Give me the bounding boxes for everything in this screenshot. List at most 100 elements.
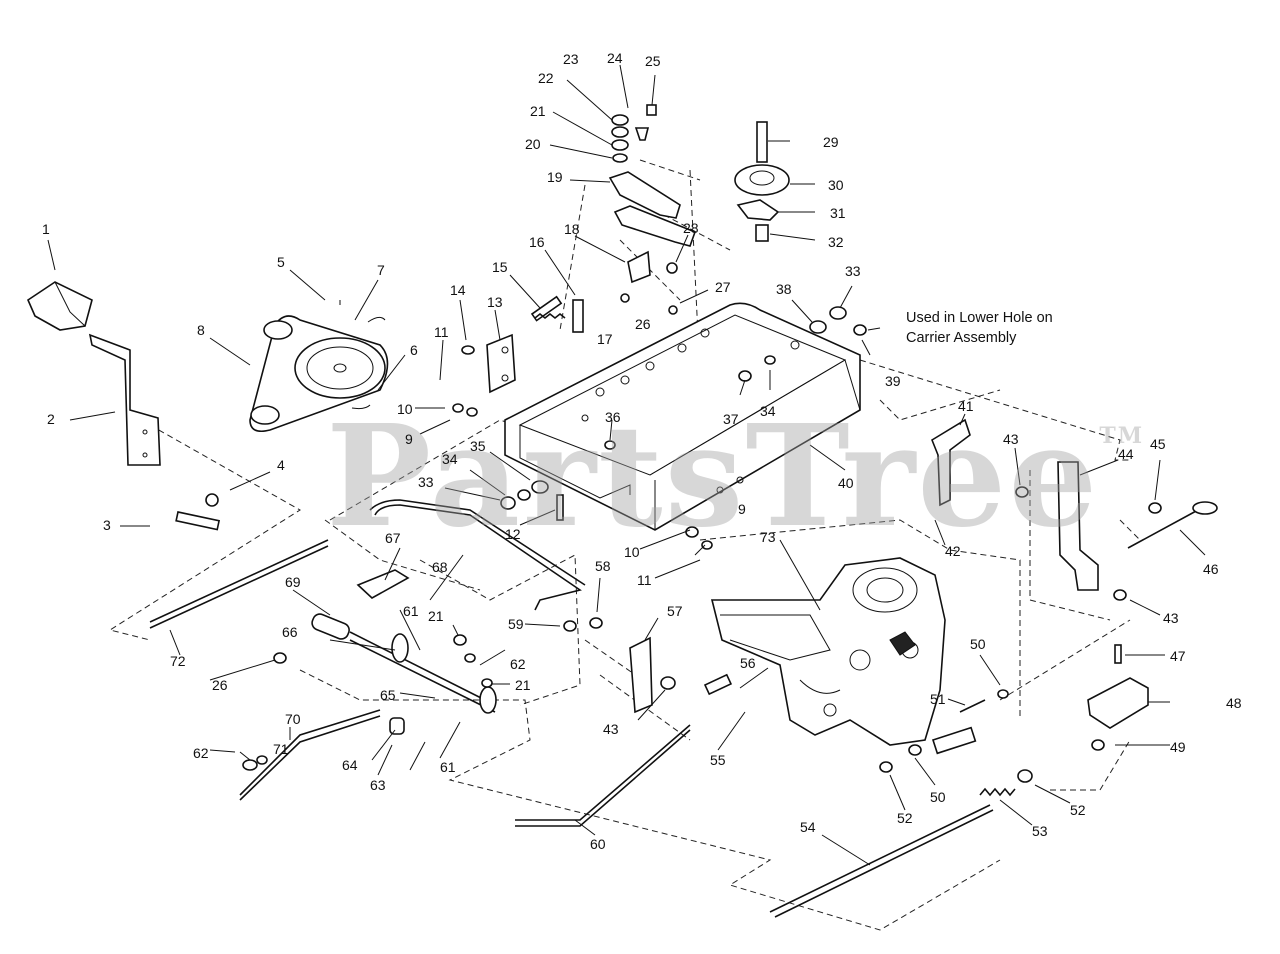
small-hardware: [242, 262, 1162, 783]
callout-38[interactable]: 38: [776, 281, 792, 297]
callout-9b[interactable]: 9: [738, 501, 746, 517]
callout-54[interactable]: 54: [800, 819, 816, 835]
callout-52b[interactable]: 52: [1070, 802, 1086, 818]
callout-4[interactable]: 4: [277, 457, 285, 473]
callout-11a[interactable]: 11: [434, 324, 449, 340]
callout-71[interactable]: 71: [273, 741, 289, 757]
callout-6[interactable]: 6: [410, 342, 418, 358]
callout-31[interactable]: 31: [830, 205, 846, 221]
callout-57[interactable]: 57: [667, 603, 683, 619]
callout-67[interactable]: 67: [385, 530, 401, 546]
callout-19[interactable]: 19: [547, 169, 563, 185]
callout-24[interactable]: 24: [607, 50, 623, 66]
callout-61b[interactable]: 61: [440, 759, 456, 775]
callout-50a[interactable]: 50: [970, 636, 986, 652]
callout-41[interactable]: 41: [958, 398, 974, 414]
callout-69[interactable]: 69: [285, 574, 301, 590]
callout-49[interactable]: 49: [1170, 739, 1186, 755]
callout-73[interactable]: 73: [760, 529, 776, 545]
callout-23[interactable]: 23: [563, 51, 579, 67]
callout-64[interactable]: 64: [342, 757, 358, 773]
callout-34a[interactable]: 34: [760, 403, 776, 419]
callout-62a[interactable]: 62: [510, 656, 526, 672]
cross-shaft: [311, 569, 497, 714]
callout-58[interactable]: 58: [595, 558, 611, 574]
callout-29[interactable]: 29: [823, 134, 839, 150]
callout-63[interactable]: 63: [370, 777, 386, 793]
callout-55[interactable]: 55: [710, 752, 726, 768]
callout-28[interactable]: 28: [683, 220, 699, 236]
callout-14[interactable]: 14: [450, 282, 466, 298]
callout-30[interactable]: 30: [828, 177, 844, 193]
carrier-note: Used in Lower Hole on Carrier Assembly: [906, 308, 1053, 348]
callout-21b[interactable]: 21: [428, 608, 444, 624]
callout-8[interactable]: 8: [197, 322, 205, 338]
callout-7[interactable]: 7: [377, 262, 385, 278]
callout-46[interactable]: 46: [1203, 561, 1219, 577]
callout-59[interactable]: 59: [508, 616, 524, 632]
callout-15[interactable]: 15: [492, 259, 508, 275]
callout-37[interactable]: 37: [723, 411, 739, 427]
callout-53[interactable]: 53: [1032, 823, 1048, 839]
callout-61a[interactable]: 61: [403, 603, 419, 619]
callout-47[interactable]: 47: [1170, 648, 1186, 664]
callout-5[interactable]: 5: [277, 254, 285, 270]
bracket-13: [486, 333, 516, 394]
callout-60[interactable]: 60: [590, 836, 606, 852]
callout-39[interactable]: 39: [885, 373, 901, 389]
lift-lever: [26, 281, 161, 466]
callout-9a[interactable]: 9: [405, 431, 413, 447]
callout-35[interactable]: 35: [470, 438, 486, 454]
callout-16[interactable]: 16: [529, 234, 545, 250]
callout-65[interactable]: 65: [380, 687, 396, 703]
callout-21c[interactable]: 21: [515, 677, 531, 693]
callout-44[interactable]: 44: [1118, 446, 1134, 462]
callout-27[interactable]: 27: [715, 279, 731, 295]
callout-42[interactable]: 42: [945, 543, 961, 559]
callout-10b[interactable]: 10: [624, 544, 640, 560]
callout-43c[interactable]: 43: [603, 721, 619, 737]
callout-72[interactable]: 72: [170, 653, 186, 669]
callout-36[interactable]: 36: [605, 409, 621, 425]
callout-51[interactable]: 51: [930, 691, 946, 707]
callout-34b[interactable]: 34: [442, 451, 458, 467]
callout-50b[interactable]: 50: [930, 789, 946, 805]
callout-3[interactable]: 3: [103, 517, 111, 533]
callout-33a[interactable]: 33: [845, 263, 861, 279]
callout-26b[interactable]: 26: [212, 677, 228, 693]
callout-13[interactable]: 13: [487, 294, 503, 310]
callout-40[interactable]: 40: [838, 475, 854, 491]
callout-68[interactable]: 68: [432, 559, 448, 575]
callout-48[interactable]: 48: [1226, 695, 1242, 711]
callout-43a[interactable]: 43: [1003, 431, 1019, 447]
callout-33b[interactable]: 33: [418, 474, 434, 490]
idler-arms: [608, 171, 697, 284]
carrier-note-line1: Used in Lower Hole on: [906, 310, 1053, 326]
callout-70[interactable]: 70: [285, 711, 301, 727]
dipstick: [1127, 501, 1218, 549]
callout-18[interactable]: 18: [564, 221, 580, 237]
callout-1[interactable]: 1: [42, 221, 50, 237]
callout-43b[interactable]: 43: [1163, 610, 1179, 626]
springs: [534, 312, 1016, 797]
callout-66[interactable]: 66: [282, 624, 298, 640]
callout-20[interactable]: 20: [525, 136, 541, 152]
callout-2[interactable]: 2: [47, 411, 55, 427]
rods: [149, 499, 994, 918]
callout-17[interactable]: 17: [597, 331, 613, 347]
callout-45[interactable]: 45: [1150, 436, 1166, 452]
callout-52a[interactable]: 52: [897, 810, 913, 826]
pin-and-clip: [175, 493, 221, 531]
callout-10a[interactable]: 10: [397, 401, 413, 417]
watermark: PartsTreeTM: [326, 395, 1144, 559]
carrier-note-line2: Carrier Assembly: [906, 330, 1017, 346]
callout-22[interactable]: 22: [538, 70, 554, 86]
callout-21a[interactable]: 21: [530, 103, 546, 119]
callout-12[interactable]: 12: [505, 526, 521, 542]
callout-11b[interactable]: 11: [637, 572, 652, 588]
callout-56[interactable]: 56: [740, 655, 756, 671]
callout-26a[interactable]: 26: [635, 316, 651, 332]
callout-62b[interactable]: 62: [193, 745, 209, 761]
callout-32[interactable]: 32: [828, 234, 844, 250]
callout-25[interactable]: 25: [645, 53, 661, 69]
